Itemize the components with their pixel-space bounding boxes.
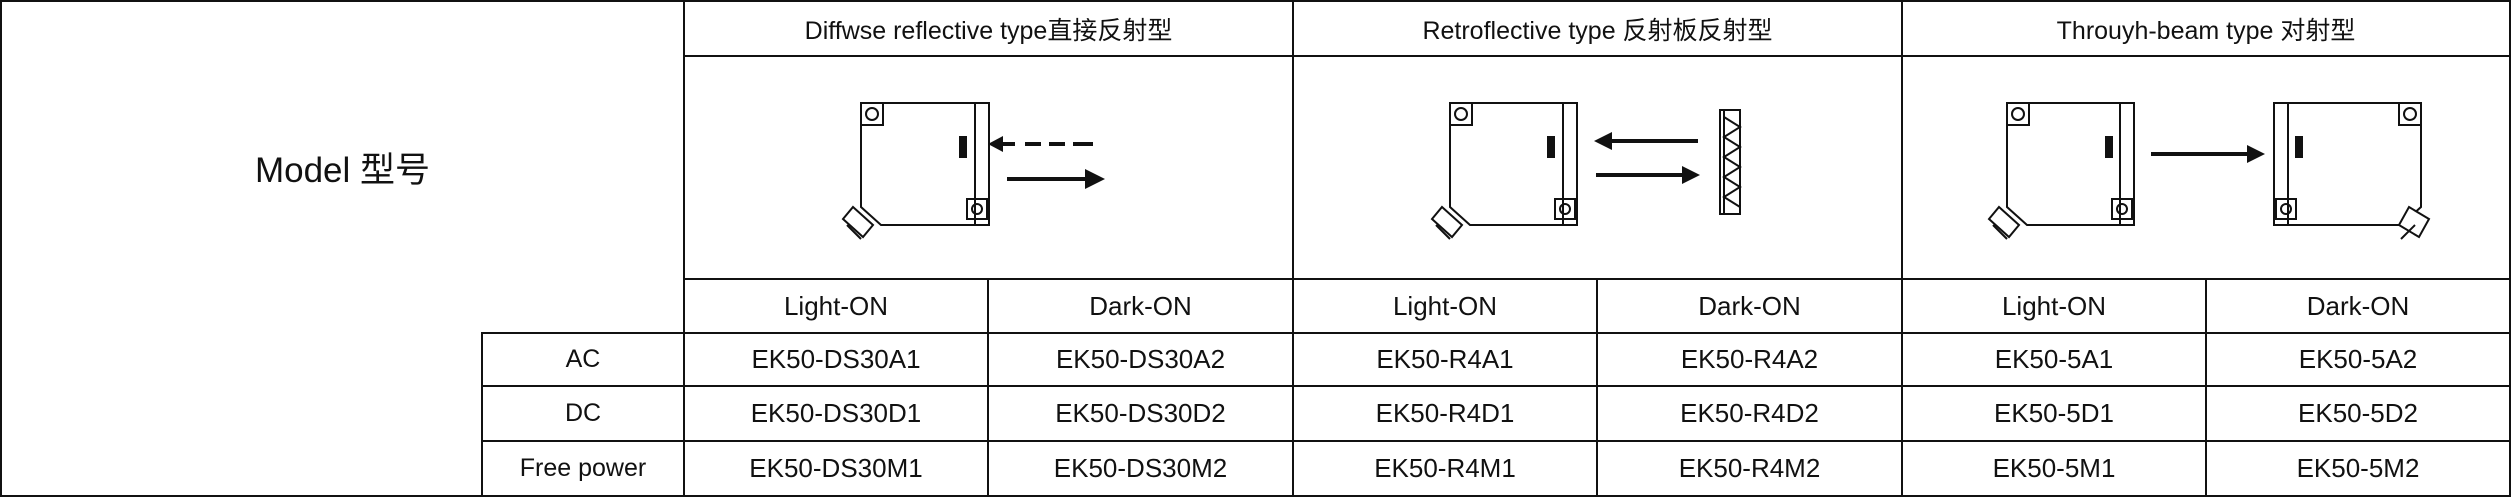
mode-header-retro-dark-on: Dark-ON	[1698, 290, 1801, 321]
through-beam-diagram	[1987, 102, 2431, 240]
table-cell: EK50-5M2	[2296, 453, 2420, 483]
divider-h-image-top	[683, 55, 2511, 57]
table-cell: EK50-R4M2	[1678, 453, 1821, 483]
border-bottom	[0, 495, 2511, 497]
divider-v-type2	[1901, 0, 1903, 497]
divider-v-rowlabel	[481, 332, 483, 497]
mode-header-retro-light-on: Light-ON	[1392, 290, 1498, 321]
table-cell: EK50-DS30A1	[751, 344, 921, 374]
table-cell: EK50-R4D1	[1375, 398, 1515, 428]
table-cell: EK50-R4M1	[1374, 453, 1516, 483]
divider-v-model	[683, 0, 685, 497]
diffuse-reflective-diagram	[841, 102, 1105, 240]
table-cell: EK50-5D2	[2298, 398, 2418, 428]
table-cell: EK50-DS30M1	[749, 453, 923, 483]
mode-header-through-light-on: Light-ON	[2001, 290, 2107, 321]
border-top	[0, 0, 2511, 2]
table-cell: EK50-5A1	[1994, 344, 2114, 374]
table-cell: EK50-R4A1	[1376, 344, 1514, 374]
table-cell: EK50-5A2	[2298, 344, 2418, 374]
divider-h-ac-top	[481, 332, 2511, 334]
model-label: Model 型号	[254, 150, 431, 190]
mode-header-diffuse-light-on: Light-ON	[783, 290, 889, 321]
table-cell: EK50-DS30A2	[1055, 344, 1226, 374]
retroreflective-diagram	[1430, 102, 1742, 240]
divider-v-mode1	[987, 278, 989, 497]
table-cell: EK50-DS30D2	[1055, 398, 1226, 428]
divider-v-mode3	[1596, 278, 1598, 497]
mode-header-diffuse-dark-on: Dark-ON	[1089, 290, 1192, 321]
table-cell: EK50-DS30M2	[1053, 453, 1228, 483]
row-label-ac: AC	[565, 345, 601, 373]
border-left	[0, 0, 2, 497]
row-label-dc: DC	[564, 399, 602, 427]
divider-v-mode5	[2205, 278, 2207, 497]
border-right	[2509, 0, 2511, 497]
table-cell: EK50-R4A2	[1680, 344, 1819, 374]
table-cell: EK50-DS30D1	[750, 398, 922, 428]
table-cell: EK50-R4D2	[1680, 398, 1819, 428]
table-cell: EK50-5M1	[1992, 453, 2116, 483]
type-header-diffuse: Diffwse reflective type直接反射型	[804, 16, 1173, 45]
divider-v-type1	[1292, 0, 1294, 497]
divider-h-free-top	[481, 440, 2511, 442]
table-cell: EK50-5D1	[1994, 398, 2114, 428]
row-label-free-power: Free power	[519, 454, 647, 482]
divider-h-dc-top	[481, 385, 2511, 387]
type-header-retroreflective: Retroflective type 反射板反射型	[1422, 16, 1773, 45]
type-header-through-beam: Throuyh-beam type 对射型	[2056, 16, 2356, 45]
mode-header-through-dark-on: Dark-ON	[2306, 290, 2410, 321]
